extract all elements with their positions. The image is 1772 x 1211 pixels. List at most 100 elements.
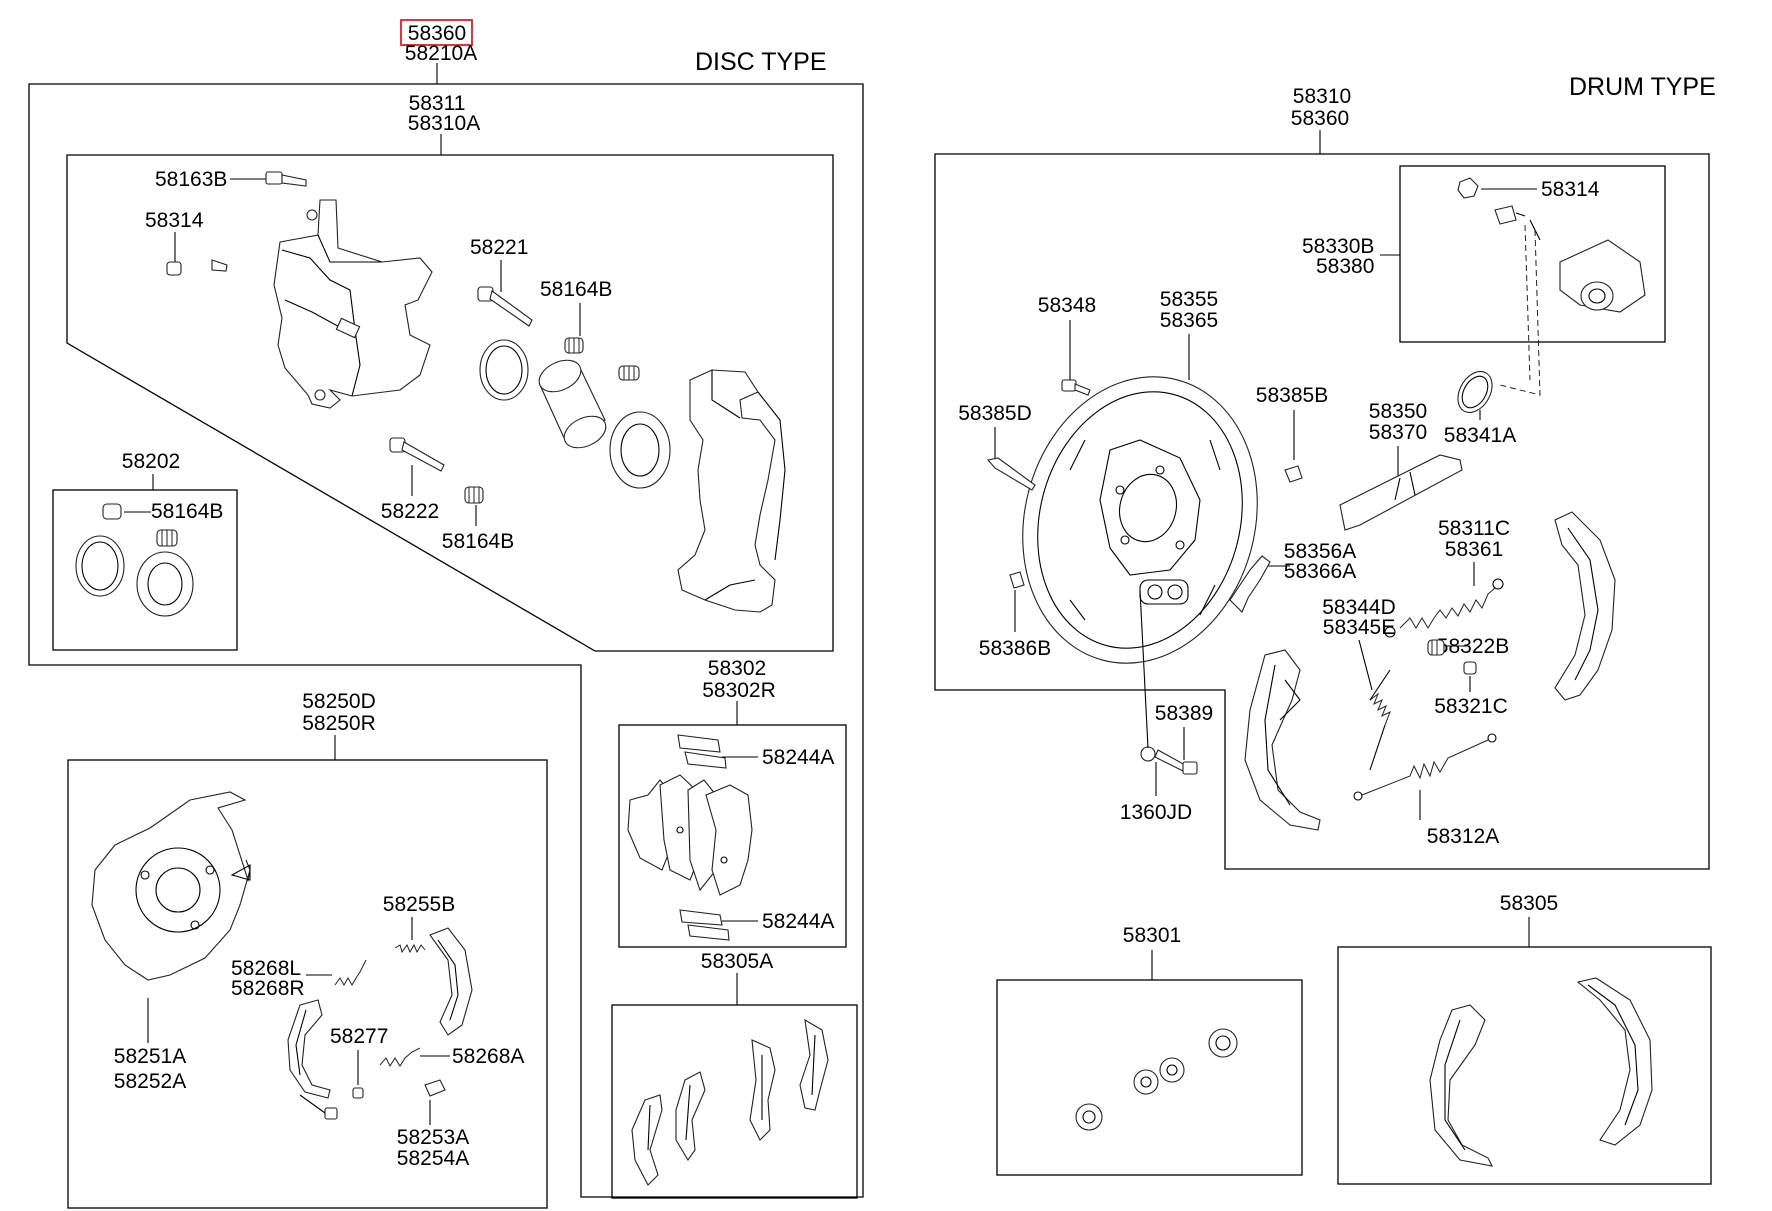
caliper-body-part [273,199,433,409]
caliper-box [66,154,834,652]
label-58302[interactable]: 58302 [708,657,766,680]
label-58355[interactable]: 58355 [1160,288,1218,311]
label-58244a-2[interactable]: 58244A [762,910,834,933]
wheel-cylinder-part [1457,177,1646,396]
label-58244a-1[interactable]: 58244A [762,746,834,769]
bolt-58389-part [1139,589,1198,775]
drum-backing-plate-part [1022,376,1258,664]
label-58348[interactable]: 58348 [1038,294,1096,317]
shoe-kit-drum-box [1337,946,1712,1185]
label-58386b[interactable]: 58386B [979,637,1051,660]
label-58314-disc[interactable]: 58314 [145,209,204,232]
label-58250r[interactable]: 58250R [302,712,376,735]
label-58277[interactable]: 58277 [330,1025,388,1048]
label-58310-drum[interactable]: 58310 [1293,85,1351,108]
adjuster-part [1339,454,1463,531]
lever-part [1229,555,1271,613]
label-58360[interactable]: 58360 [408,22,466,45]
label-1360jd[interactable]: 1360JD [1120,801,1192,824]
label-58301[interactable]: 58301 [1123,924,1181,947]
label-58389[interactable]: 58389 [1155,702,1213,725]
label-58163b[interactable]: 58163B [155,168,227,191]
label-58302r[interactable]: 58302R [702,679,776,702]
label-58210a[interactable]: 58210A [405,42,477,65]
piston-seal-part [479,339,529,401]
pin-58321c-part [1463,661,1477,675]
seal-kit-box [52,489,238,651]
label-58222[interactable]: 58222 [381,500,439,523]
caliper-bracket-part [677,369,786,613]
wheel-cylinder-box [1399,165,1666,343]
spring-58311c-part [1384,578,1504,638]
label-58164b-1[interactable]: 58164B [540,278,612,301]
shoe-kit-parts [631,1018,829,1186]
spring-58312a-part [1353,733,1497,801]
label-58370[interactable]: 58370 [1369,421,1427,444]
label-58305a[interactable]: 58305A [701,950,773,973]
boot-2-part [464,486,484,504]
label-58341a[interactable]: 58341A [1444,424,1516,447]
pads-box [618,724,847,948]
guide-pin-2-part [389,437,445,472]
retainer-part [424,1079,446,1097]
pin-58277-part [299,1087,364,1120]
pads-parts [627,734,753,941]
shoe-kit-drum-parts [1429,977,1653,1167]
label-58311[interactable]: 58311 [409,92,466,115]
label-58311c[interactable]: 58311C [1438,517,1510,540]
label-58322b[interactable]: 58322B [1437,635,1509,658]
plug-58385d-part [986,457,1036,491]
disc-type-header: DISC TYPE [695,48,827,76]
drum-outer-box [934,153,1710,870]
label-58330b[interactable]: 58330B [1302,235,1374,258]
boot-1-part [564,337,640,381]
cylinder-kit-box [996,979,1303,1176]
label-58350[interactable]: 58350 [1369,400,1427,423]
label-58251a[interactable]: 58251A [114,1045,186,1068]
piston-part [538,359,607,449]
label-58361[interactable]: 58361 [1445,538,1503,561]
label-58385b[interactable]: 58385B [1256,384,1328,407]
label-58268r[interactable]: 58268R [231,977,305,1000]
label-58164b-3[interactable]: 58164B [151,500,223,523]
label-58356a[interactable]: 58356A [1284,540,1356,563]
label-58314-drum[interactable]: 58314 [1541,178,1600,201]
drum-shoe-upper-part [1554,511,1616,701]
label-58202[interactable]: 58202 [122,450,180,473]
spring-58268l-part [334,959,367,987]
label-58268l[interactable]: 58268L [231,957,301,980]
label-58255b[interactable]: 58255B [383,893,455,916]
shoe-kit-box [611,1004,858,1199]
label-58305[interactable]: 58305 [1500,892,1558,915]
label-58385d[interactable]: 58385D [958,402,1032,425]
backplate-part [91,791,251,981]
label-58310a[interactable]: 58310A [408,112,480,135]
label-58360-drum[interactable]: 58360 [1291,107,1349,130]
plug-58385b-part [1284,465,1303,483]
label-58164b-2[interactable]: 58164B [442,530,514,553]
spring-58268a-part [379,1047,421,1068]
label-58268a[interactable]: 58268A [452,1045,524,1068]
label-58344d[interactable]: 58344D [1322,596,1396,619]
ring-part [1457,370,1493,414]
shoe-rh-part [429,927,473,1036]
label-58250d[interactable]: 58250D [302,690,376,713]
label-58365[interactable]: 58365 [1160,309,1218,332]
label-58366a[interactable]: 58366A [1284,560,1356,583]
label-58312a[interactable]: 58312A [1427,825,1499,848]
disc-outer-box [28,83,864,1198]
dust-boot-part [609,411,671,489]
label-58254a[interactable]: 58254A [397,1147,469,1170]
caliper-bolt-part [265,171,307,187]
cylinder-kit-parts [1075,1028,1238,1131]
highlight-box [400,19,473,46]
label-58221[interactable]: 58221 [470,236,528,259]
label-58345e[interactable]: 58345E [1323,616,1395,639]
label-58380[interactable]: 58380 [1316,255,1374,278]
cup-part [1427,639,1445,656]
screw-part [1061,379,1091,396]
label-58253a[interactable]: 58253A [397,1126,469,1149]
label-58252a[interactable]: 58252A [114,1070,186,1093]
label-58321c[interactable]: 58321C [1434,695,1508,718]
